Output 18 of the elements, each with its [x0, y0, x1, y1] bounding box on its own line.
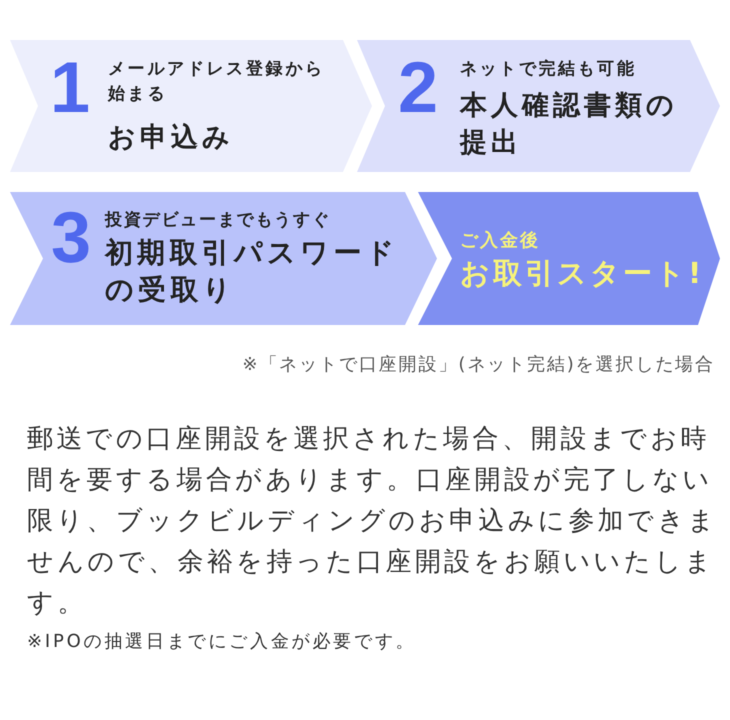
step-number: 3 [51, 202, 92, 274]
note-text: ※「ネットで口座開設」(ネット完結)を選択した場合 [242, 353, 715, 377]
step-subtitle: ご入金後 [460, 229, 540, 253]
step-title: お申込み [108, 121, 234, 155]
step-subtitle: ネットで完結も可能 [460, 58, 636, 81]
footnote-text: ※IPOの抽選日までにご入金が必要です。 [27, 630, 416, 654]
step-subtitle: 投資デビューまでもうすぐ [105, 209, 331, 232]
step-title: お取引スタート! [460, 255, 704, 292]
step-banner [10, 192, 437, 325]
step-number: 2 [398, 52, 438, 124]
step-title: 本人確認書類の提出 [460, 89, 679, 160]
step-banner [357, 40, 720, 172]
step-title: 初期取引パスワードの受取り [105, 235, 400, 308]
step-banner [10, 40, 372, 172]
step-subtitle: メールアドレス登録から始まる [108, 58, 326, 106]
step-number: 1 [50, 52, 90, 124]
body-text: 郵送での口座開設を選択された場合、開設までお時間を要する場合があります。口座開設が完了しない限り、ブックビルディングのお申込みに参加できませんので、余裕を持った口座開設をお願いいたします。 [27, 423, 719, 620]
step-banner [418, 192, 720, 325]
